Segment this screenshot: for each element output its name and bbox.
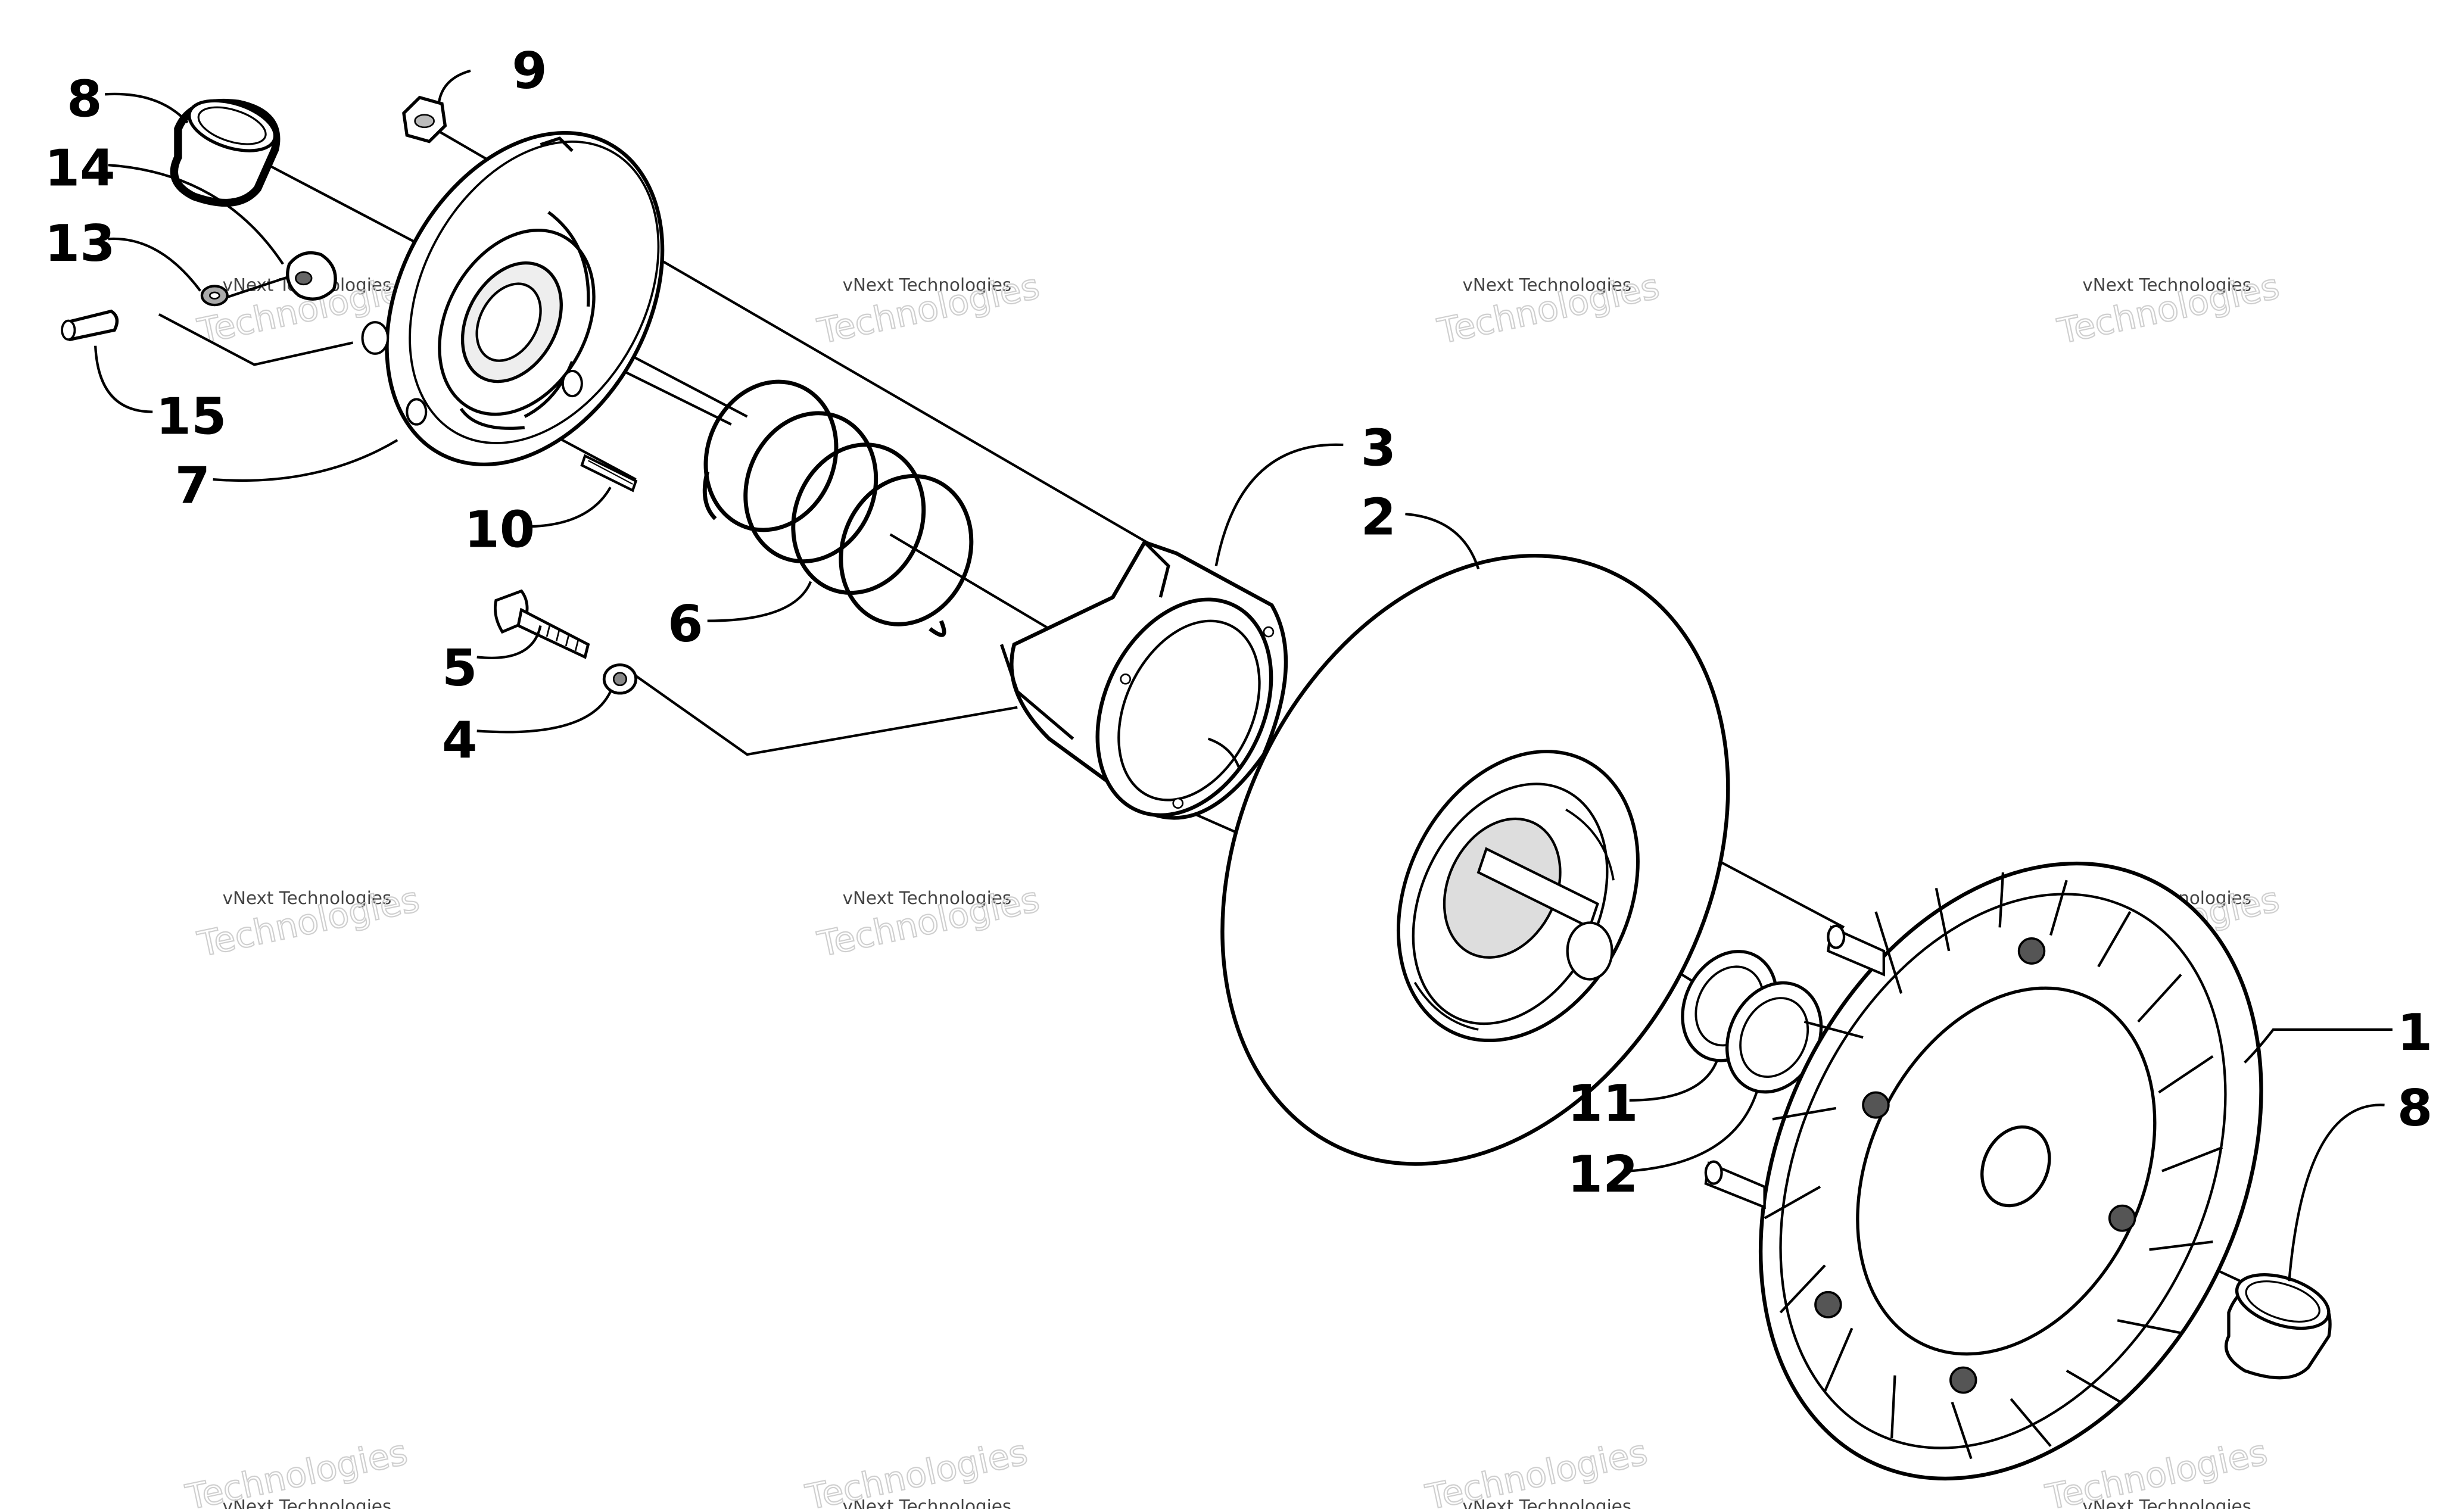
watermark-text: vNext Technologies [2082,275,2251,295]
callout-13: 13 [45,215,116,273]
part-9-nut [402,95,447,144]
part-5-bolt [494,589,590,659]
watermark-text: vNext Technologies [843,1496,1012,1509]
callout-1: 1 [2397,1004,2432,1062]
watermark-text: vNext Technologies [843,888,1012,908]
watermark: vNext Technologies Technologies [814,266,1043,353]
callout-15: 15 [156,388,227,446]
axis-line-4-to-3 [635,675,1018,756]
callout-8-upper: 8 [67,70,102,129]
leader-13 [108,237,202,292]
watermark: vNext Technologies Technologies [814,878,1043,965]
watermark: vNext Technologies Technologies [1434,266,1664,353]
leader-5 [476,625,542,659]
callout-3: 3 [1361,419,1396,478]
part-1-fixed-sheave [1704,861,2263,1481]
watermark-text: vNext Technologies [843,275,1012,295]
part-3-cam-housing [999,540,1288,820]
watermark: vNext Technologies Technologies [1422,1432,1652,1509]
axis-line-15-to-7 [158,313,353,366]
mounting-studs [1704,924,1885,1209]
part-14-cap [286,251,337,301]
part-15-pin [61,309,119,341]
leader-8-lower [2288,1103,2385,1282]
leader-14 [108,164,284,265]
watermark-text: vNext Technologies [223,888,392,908]
watermark-text: vNext Technologies [2082,1496,2251,1509]
leader-6 [707,581,812,622]
callout-2: 2 [1361,488,1396,547]
part-2-movable-sheave [1220,554,1730,1166]
leader-3 [1214,443,1344,566]
callout-9: 9 [512,42,547,100]
part-8-bushing-upper [170,98,281,207]
leader-9 [437,69,471,104]
leader-4 [476,691,612,734]
leader-15 [94,345,153,413]
part-10-roll-pin [580,454,638,492]
leader-12 [1629,1092,1758,1173]
callout-7: 7 [175,457,210,515]
sheave-fins [1764,872,2223,1460]
callout-4: 4 [442,712,477,770]
watermark: vNext Technologies Technologies [194,878,423,965]
part-7-cam-plate [361,131,665,467]
leader-10 [524,487,612,528]
callout-12: 12 [1568,1145,1638,1204]
watermark: vNext Technologies Technologies [182,1432,412,1509]
part-13-washer [200,285,229,307]
watermark: vNext Technologies Technologies [2054,266,2284,353]
part-8-bushing-lower [2225,1273,2332,1380]
part-6-spring [702,379,974,637]
leader-7 [213,439,398,482]
leader-1 [2244,1028,2393,1064]
part-4-washer [602,663,638,695]
callout-8-lower: 8 [2397,1079,2432,1137]
watermark-text: vNext Technologies [1463,1496,1632,1509]
leader-8-upper [105,92,189,124]
callout-labels: 8 9 14 13 15 7 10 3 2 6 5 4 1 8 11 12 [45,42,2433,1204]
watermark: vNext Technologies Technologies [802,1432,1032,1509]
watermark: vNext Technologies Technologies [2042,1432,2272,1509]
callout-11: 11 [1568,1074,1638,1133]
watermark-text: vNext Technologies [223,1496,392,1509]
leader-lines [94,69,2393,1282]
leader-2 [1405,513,1480,570]
watermark-text: vNext Technologies [1463,275,1632,295]
callout-14: 14 [45,139,116,198]
axis-line-13-to-14 [222,273,295,300]
callout-5: 5 [442,639,477,697]
callout-6: 6 [668,595,703,653]
leader-11 [1629,1060,1718,1102]
callout-10: 10 [464,501,535,559]
